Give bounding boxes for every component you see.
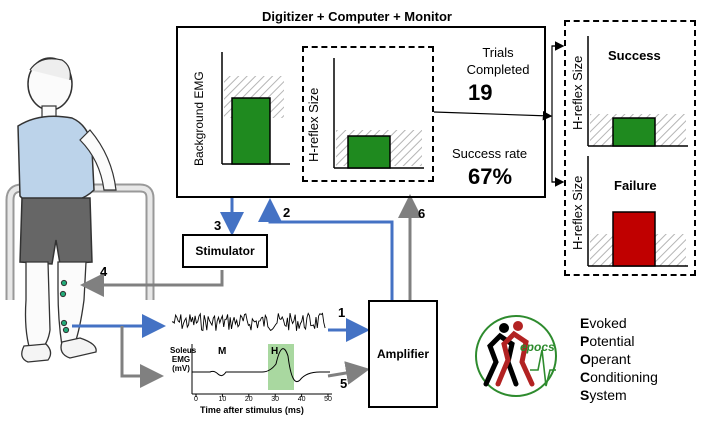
- success-axis-label: H-reflex Size: [570, 55, 585, 130]
- evoked-trace: [192, 348, 330, 382]
- x-tick-label: 20: [244, 396, 253, 403]
- monitor-box: [176, 26, 546, 198]
- epocs-line-1: Potential: [580, 333, 635, 349]
- raw-emg-trace: [171, 312, 326, 332]
- h-wave-label: H: [271, 346, 279, 357]
- arrow-label-4: 4: [100, 264, 108, 279]
- m-wave-label: M: [218, 346, 227, 357]
- evoked-x-tick-marks: [195, 394, 329, 397]
- hreflex-axis-label: H-reflex Size: [306, 87, 321, 162]
- epocs-line-3: Conditioning: [580, 369, 658, 385]
- arrow-4: [80, 270, 224, 297]
- feedback-bracket: [551, 45, 558, 183]
- arrow-5: [327, 361, 370, 385]
- trials-label-line2: Completed: [466, 62, 530, 77]
- trials-label-line1: Trials: [482, 45, 514, 60]
- hreflex-bar: [347, 135, 391, 169]
- trials-value: 19: [468, 80, 493, 105]
- arrow-label-3: 3: [214, 218, 222, 233]
- success-rate-label: Success rate: [452, 146, 528, 161]
- feedback-arrow: [433, 110, 553, 121]
- success-title: Success: [608, 48, 661, 63]
- evoked-ylabel-line2: (mV): [172, 364, 190, 373]
- arrow-emg-evoked: [120, 326, 164, 388]
- epocs-acronym: Evoked Potential Operant Conditioning Sy…: [580, 314, 658, 404]
- x-tick-label: 30: [271, 396, 280, 403]
- arrow-label-5: 5: [340, 376, 348, 391]
- evoked-ylabel: Soleus EMG (mV): [170, 346, 197, 373]
- evoked-xlabel: Time after stimulus (ms): [200, 405, 304, 415]
- x-tick-label: 10: [218, 396, 227, 403]
- epocs-line-2: Operant: [580, 351, 631, 367]
- bg-emg-bar: [231, 97, 271, 165]
- stimulator-box: Stimulator: [182, 234, 268, 268]
- failure-axis-label: H-reflex Size: [570, 175, 585, 250]
- arrow-2: [258, 198, 394, 300]
- amplifier-box: Amplifier: [368, 300, 438, 408]
- feedback-panel: [564, 20, 696, 276]
- x-tick-label: 50: [324, 396, 332, 403]
- epocs-logo-text: epocs: [520, 340, 555, 354]
- subject-illustration: [5, 57, 155, 363]
- x-tick-label: 40: [297, 396, 306, 403]
- epocs-line-0: Evoked: [580, 315, 627, 331]
- x-tick-label: 0: [194, 396, 198, 403]
- evoked-ylabel-line1: Soleus EMG: [170, 346, 197, 364]
- hreflex-panel: [302, 46, 434, 182]
- trials-label: Trials Completed: [450, 44, 546, 78]
- bg-emg-axis-label: Background EMG: [192, 71, 206, 166]
- arrow-label-1: 1: [338, 305, 346, 320]
- success-rate-value: 67%: [468, 164, 513, 189]
- epocs-line-4: System: [580, 387, 627, 403]
- failure-title: Failure: [614, 178, 657, 193]
- arrow-label-6: 6: [418, 206, 426, 221]
- failure-bar: [612, 211, 656, 267]
- epocs-logo: [475, 315, 557, 397]
- monitor-title: Digitizer + Computer + Monitor: [262, 9, 452, 24]
- success-bar: [612, 117, 656, 147]
- arrow-label-2: 2: [283, 205, 291, 220]
